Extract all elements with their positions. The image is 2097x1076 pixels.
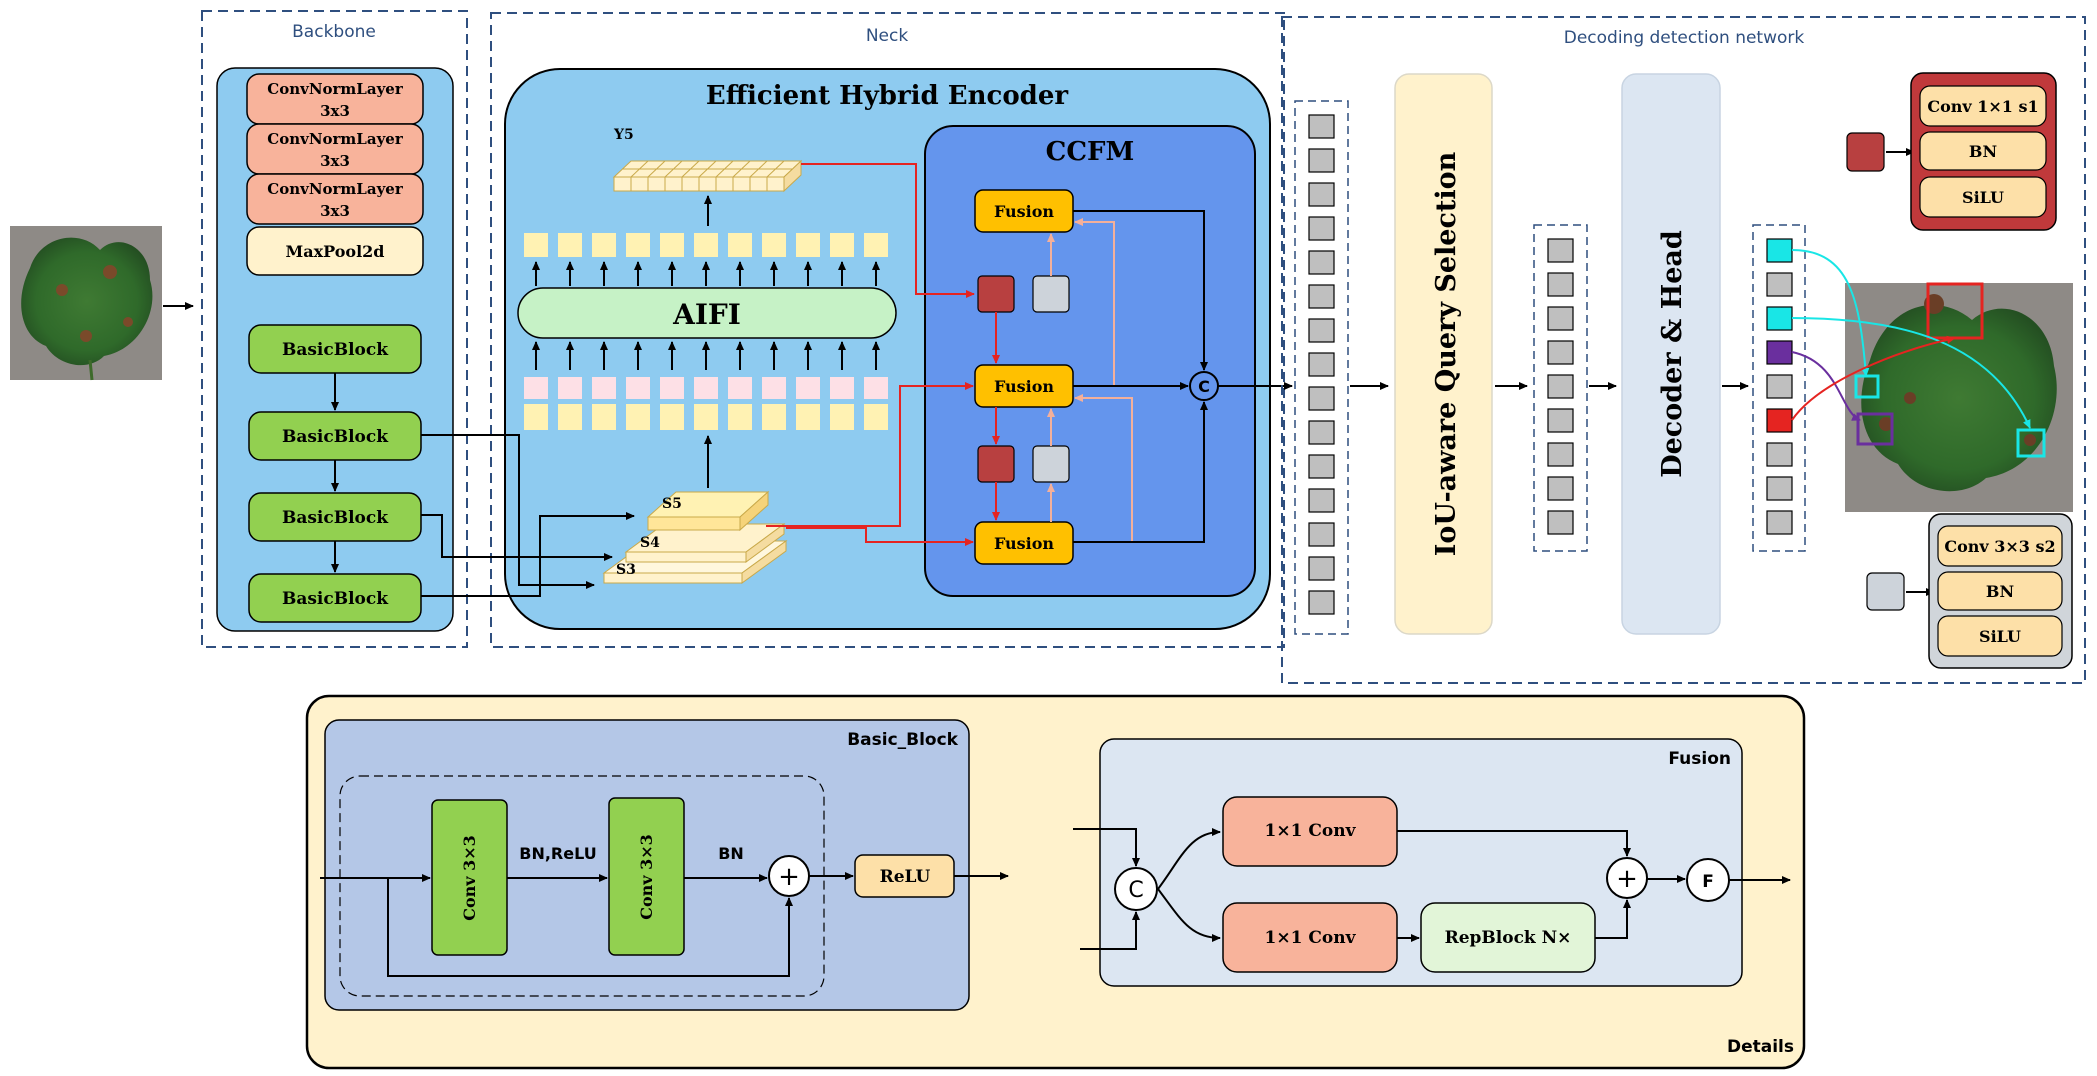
- svg-text:SiLU: SiLU: [1979, 627, 2021, 646]
- encoder-title: Efficient Hybrid Encoder: [706, 81, 1069, 111]
- svg-text:AIFI: AIFI: [672, 298, 741, 331]
- svg-text:MaxPool2d: MaxPool2d: [286, 242, 385, 261]
- svg-text:Fusion: Fusion: [994, 202, 1054, 221]
- svg-text:1×1 Conv: 1×1 Conv: [1265, 821, 1357, 841]
- svg-text:ConvNormLayer: ConvNormLayer: [267, 180, 404, 198]
- s3-label: S3: [616, 562, 636, 578]
- svg-text:+: +: [778, 862, 800, 892]
- neck-title: Neck: [866, 26, 909, 46]
- svg-text:3x3: 3x3: [320, 102, 350, 120]
- input-image: [10, 226, 162, 381]
- multiscale-features: [602, 490, 788, 584]
- svg-text:Decoder & Head: Decoder & Head: [1657, 230, 1688, 478]
- svg-text:3x3: 3x3: [320, 202, 350, 220]
- selected-query-tokens: [1533, 224, 1588, 552]
- svg-text:1×1 Conv: 1×1 Conv: [1265, 928, 1357, 948]
- conv3x3-token-top: [1032, 275, 1070, 313]
- svg-text:Conv 3×3 s2: Conv 3×3 s2: [1944, 537, 2055, 556]
- svg-text:BasicBlock: BasicBlock: [282, 427, 389, 447]
- svg-text:BN,ReLU: BN,ReLU: [519, 844, 596, 863]
- y5-feature-map: [612, 159, 803, 193]
- decoder-and-head: [1621, 73, 1721, 635]
- svg-text:BN: BN: [1986, 582, 2014, 601]
- basic-block-4: [248, 573, 422, 623]
- backbone-section: Backbone ConvNormLayer 3x3 ConvNormLayer…: [201, 10, 468, 648]
- svg-text:ReLU: ReLU: [880, 867, 931, 887]
- svg-text:ConvNormLayer: ConvNormLayer: [267, 130, 404, 148]
- svg-text:Conv 1×1 s1: Conv 1×1 s1: [1927, 97, 2038, 116]
- svg-text:RepBlock N×: RepBlock N×: [1445, 928, 1572, 948]
- svg-text:F: F: [1702, 872, 1714, 892]
- svg-text:BN: BN: [1969, 142, 1997, 161]
- svg-text:SiLU: SiLU: [1962, 188, 2004, 207]
- legend-red-token: [1846, 132, 1885, 172]
- conv3x3-token-bottom: [1032, 445, 1070, 483]
- maxpool2d-layer: [246, 226, 424, 276]
- svg-text:Conv 3×3: Conv 3×3: [460, 835, 479, 921]
- conv-norm-layer-3: [246, 173, 424, 225]
- svg-text:Basic_Block: Basic_Block: [847, 730, 958, 750]
- y5-label: Y5: [613, 127, 634, 143]
- svg-text:3x3: 3x3: [320, 152, 350, 170]
- conv1x1-token-top: [977, 275, 1015, 313]
- aifi-output-tokens: [524, 233, 888, 257]
- svg-text:BasicBlock: BasicBlock: [282, 508, 389, 528]
- svg-text:C: C: [1128, 878, 1143, 903]
- svg-text:BasicBlock: BasicBlock: [282, 589, 389, 609]
- svg-text:Fusion: Fusion: [994, 534, 1054, 553]
- svg-text:BN: BN: [718, 844, 744, 863]
- svg-text:IoU-aware Query Selection: IoU-aware Query Selection: [1431, 151, 1462, 556]
- svg-text:BasicBlock: BasicBlock: [282, 340, 389, 360]
- aifi-module: [517, 287, 897, 339]
- svg-text:C: C: [1198, 377, 1210, 396]
- backbone-title: Backbone: [292, 22, 376, 42]
- svg-text:ConvNormLayer: ConvNormLayer: [267, 80, 404, 98]
- basic-conv2: [608, 797, 685, 956]
- ccfm-title: CCFM: [1046, 137, 1135, 167]
- details-section: Details Basic_Block Conv 3×3 Conv 3×3 BN…: [305, 694, 1806, 1070]
- svg-text:Fusion: Fusion: [1668, 749, 1731, 769]
- encoder-output-tokens: [1294, 100, 1349, 635]
- s5-label: S5: [662, 496, 682, 512]
- fusion-concat-node: [1114, 867, 1158, 911]
- legend-gray-token: [1866, 572, 1905, 611]
- decoding-section: Decoding detection network IoU-aware Que…: [1281, 16, 2086, 684]
- aifi-input-tokens: [524, 377, 888, 430]
- neck-section: Neck Efficient Hybrid Encoder CCFM Y5: [421, 12, 1293, 648]
- decoding-title: Decoding detection network: [1564, 28, 1805, 48]
- conv1x1-token-bottom: [977, 445, 1015, 483]
- prediction-tokens: [1752, 224, 1806, 552]
- svg-text:Conv 3×3: Conv 3×3: [637, 834, 656, 920]
- output-image: [1845, 282, 2073, 512]
- s4-label: S4: [640, 535, 660, 551]
- svg-text:+: +: [1616, 864, 1638, 894]
- details-title: Details: [1727, 1037, 1794, 1057]
- iou-query-selection: [1394, 73, 1493, 635]
- svg-text:Fusion: Fusion: [994, 377, 1054, 396]
